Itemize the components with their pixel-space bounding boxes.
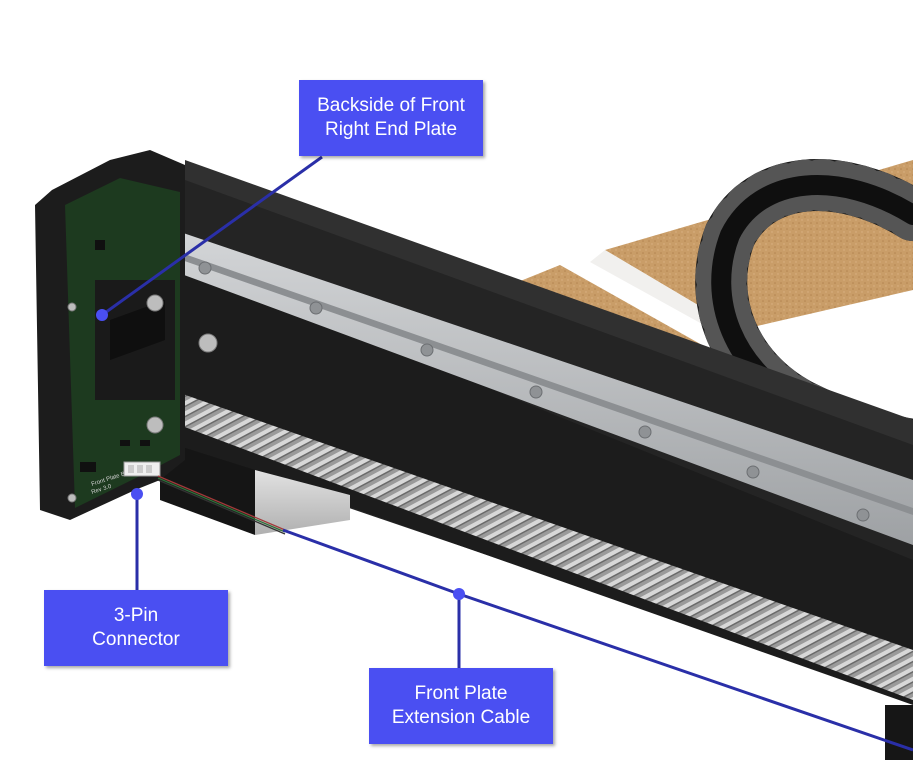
pcb-components — [80, 240, 150, 472]
callout-3-pin-connector: 3-Pin Connector — [44, 590, 228, 666]
end-plate-screws — [67, 294, 218, 503]
callout-cable-line-1: Front Plate — [414, 683, 508, 704]
callout-backside-line-1: Backside of Front — [317, 95, 465, 116]
rail-bolts — [198, 261, 870, 522]
callout-connector-line-2: Connector — [92, 629, 180, 650]
linear-rail — [130, 215, 913, 545]
callout-backside-of-front-right-end-plate: Backside of Front Right End Plate — [299, 80, 483, 156]
callout-connector-line-1: 3-Pin — [113, 605, 159, 626]
front-right-end-plate: Front Plate B Rev 3.0 — [35, 150, 218, 520]
callout-backside-line-2: Right End Plate — [324, 119, 458, 140]
extension-cable-wires — [157, 475, 286, 535]
3-pin-connector — [123, 461, 161, 477]
callout-front-plate-extension-cable: Front Plate Extension Cable — [369, 668, 553, 744]
leader-line-backside-plate — [101, 155, 323, 317]
callout-cable-line-2: Extension Cable — [391, 707, 531, 728]
frame-foot — [885, 705, 913, 760]
leader-dots — [96, 309, 465, 600]
